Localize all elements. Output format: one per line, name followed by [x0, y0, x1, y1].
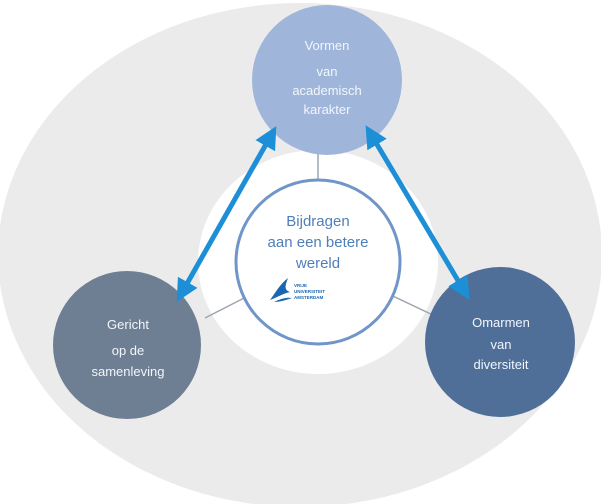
left-bubble-line-3: samenleving: [92, 364, 165, 379]
center-line-3: wereld: [295, 255, 340, 272]
top-bubble-line-3: academisch: [292, 83, 361, 98]
top-bubble: [252, 5, 402, 155]
logo-text-line-3: AMSTERDAM: [294, 295, 323, 300]
logo-tail-shape: [274, 297, 292, 302]
right-bubble: [425, 267, 575, 417]
left-bubble-line-2: op de: [112, 343, 145, 358]
center-line-2: aan een betere: [268, 234, 369, 251]
arrow-top-left: [176, 126, 277, 302]
right-bubble-line-2: van: [491, 337, 512, 352]
right-bubble-line-3: diversiteit: [474, 357, 529, 372]
center-line-1: Bijdragen: [286, 213, 349, 230]
top-bubble-line-2: van: [317, 64, 338, 79]
top-bubble-line-1: Vormen: [305, 38, 350, 53]
right-bubble-line-1: Omarmen: [472, 315, 530, 330]
logo-text-line-1: VRIJE: [294, 283, 307, 288]
arrow-top-right: [365, 125, 470, 300]
left-bubble: [53, 271, 201, 419]
logo-text-line-2: UNIVERSITEIT: [294, 289, 325, 294]
left-bubble-line-1: Gericht: [107, 317, 149, 332]
top-bubble-line-4: karakter: [304, 102, 352, 117]
